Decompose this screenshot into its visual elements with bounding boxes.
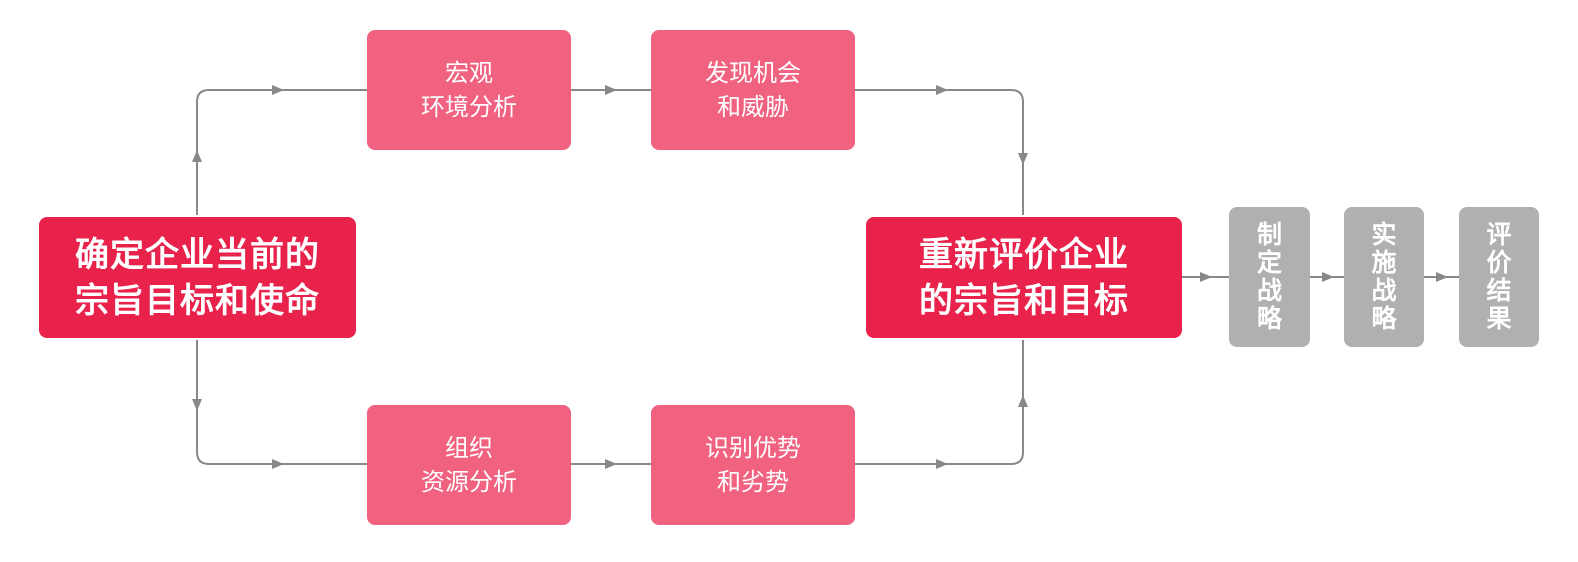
- connector-start-to-bottom: [196, 340, 367, 465]
- arrowhead-right-top-mid: [605, 85, 617, 95]
- org-resources-line1: 组织: [445, 434, 493, 462]
- implement-strategy-box: 实 施 战 略: [1344, 207, 1424, 347]
- arrowhead-right-top-left: [272, 85, 284, 95]
- implement-char-4: 略: [1371, 304, 1397, 333]
- strengths-weaknesses-line1: 识别优势: [705, 434, 801, 462]
- arrowhead-down-left: [192, 399, 202, 411]
- connector-opportunities-to-reassess: [855, 89, 1024, 215]
- strengths-weaknesses-box: 识别优势 和劣势: [651, 405, 855, 525]
- opportunities-threats-line2: 和威胁: [717, 93, 789, 121]
- formulate-char-3: 战: [1256, 276, 1282, 305]
- start-box-line2: 宗旨目标和使命: [75, 280, 320, 321]
- arrowhead-to-implement: [1322, 272, 1334, 282]
- connector-strengths-to-reassess: [855, 340, 1024, 465]
- reassess-line1: 重新评价企业: [919, 234, 1129, 275]
- arrowhead-to-formulate: [1200, 272, 1212, 282]
- arrowhead-right-bottom-left: [272, 459, 284, 469]
- org-resources-line2: 资源分析: [421, 468, 517, 496]
- start-box-line1: 确定企业当前的: [75, 234, 320, 275]
- formulate-char-2: 定: [1256, 248, 1282, 277]
- evaluate-char-3: 结: [1486, 276, 1512, 305]
- arrowhead-up-right: [1018, 395, 1028, 407]
- arrowhead-up-left: [192, 150, 202, 162]
- arrowhead-right-bottom-mid: [605, 459, 617, 469]
- evaluate-char-2: 价: [1486, 248, 1512, 277]
- reassess-line2: 的宗旨和目标: [919, 280, 1129, 321]
- arrowhead-down-right: [1018, 153, 1028, 165]
- evaluate-char-4: 果: [1486, 304, 1512, 333]
- org-resources-box: 组织 资源分析: [367, 405, 571, 525]
- macro-environment-line1: 宏观: [445, 59, 493, 87]
- formulate-char-4: 略: [1256, 304, 1282, 333]
- formulate-char-1: 制: [1256, 220, 1282, 249]
- macro-environment-line2: 环境分析: [421, 93, 517, 121]
- strengths-weaknesses-line2: 和劣势: [717, 468, 789, 496]
- opportunities-threats-line1: 发现机会: [705, 59, 801, 87]
- implement-char-2: 施: [1371, 248, 1397, 277]
- implement-char-1: 实: [1371, 220, 1397, 249]
- evaluate-results-box: 评 价 结 果: [1459, 207, 1539, 347]
- arrowhead-to-evaluate: [1436, 272, 1448, 282]
- formulate-strategy-box: 制 定 战 略: [1229, 207, 1310, 347]
- opportunities-threats-box: 发现机会 和威胁: [651, 30, 855, 150]
- connector-start-to-top: [196, 89, 367, 215]
- evaluate-char-1: 评: [1486, 220, 1512, 249]
- arrowhead-right-top-right: [936, 85, 948, 95]
- start-box: 确定企业当前的 宗旨目标和使命: [39, 217, 356, 338]
- reassess-box: 重新评价企业 的宗旨和目标: [866, 217, 1182, 338]
- implement-char-3: 战: [1371, 276, 1397, 305]
- macro-environment-box: 宏观 环境分析: [367, 30, 571, 150]
- arrowhead-right-bottom-right: [936, 459, 948, 469]
